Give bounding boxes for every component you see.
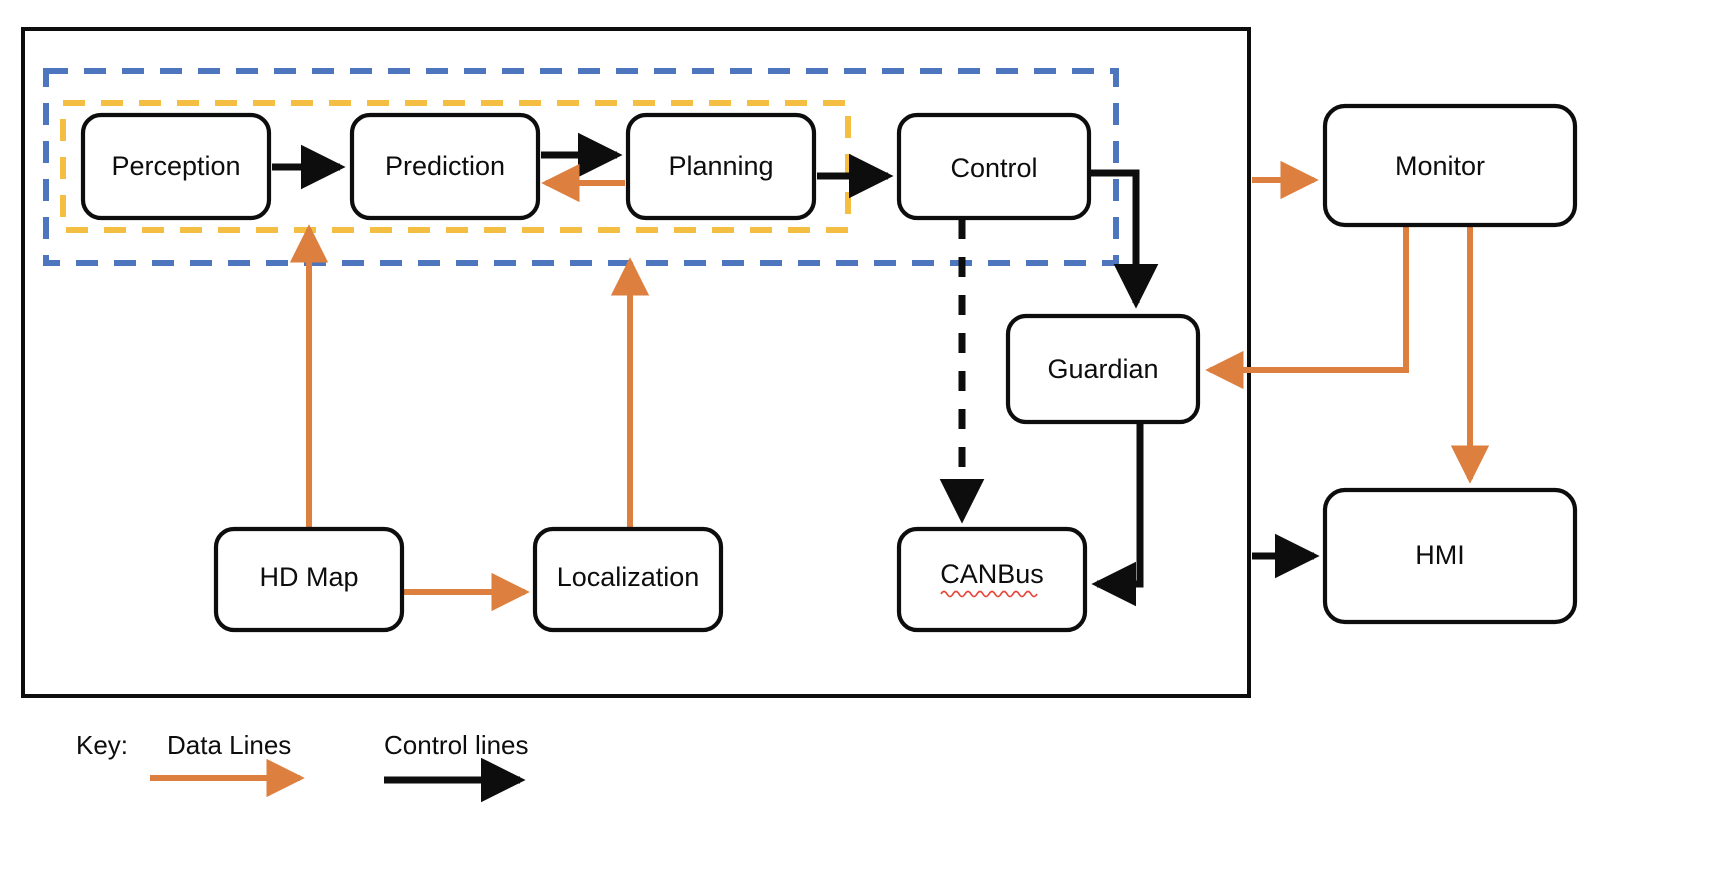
node-hmi-label: HMI (1415, 540, 1465, 570)
node-guardian[interactable]: Guardian (1005, 313, 1201, 425)
node-monitor-box[interactable] (1322, 103, 1578, 228)
node-control[interactable]: Control (896, 112, 1092, 221)
node-localization-box[interactable] (532, 526, 724, 633)
node-monitor[interactable]: Monitor (1322, 103, 1578, 228)
node-planning[interactable]: Planning (625, 112, 817, 221)
legend-data-lines-label: Data Lines (167, 730, 291, 760)
node-canbus-label: CANBus (940, 559, 1044, 589)
spellcheck-squiggle-icon (940, 590, 1038, 598)
edge-guardian-to-canbus (1091, 423, 1144, 607)
node-perception[interactable]: Perception (80, 112, 272, 221)
edge-monitor-to-guardian (1205, 227, 1409, 390)
node-guardian-box[interactable] (1005, 313, 1201, 425)
node-localization-label: Localization (557, 562, 700, 592)
node-prediction[interactable]: Prediction (349, 112, 541, 221)
node-localization[interactable]: Localization (532, 526, 724, 633)
node-hdmap-box[interactable] (213, 526, 405, 633)
outer-system-frame (21, 27, 1251, 698)
node-planning-box[interactable] (625, 112, 817, 221)
node-perception-box[interactable] (80, 112, 272, 221)
legend-key-label: Key: (76, 730, 128, 760)
node-hmi-box[interactable] (1322, 487, 1578, 625)
node-prediction-label: Prediction (385, 151, 505, 181)
node-canbus[interactable]: CANBus (896, 526, 1088, 633)
node-planning-label: Planning (668, 151, 773, 181)
node-monitor-label: Monitor (1395, 151, 1485, 181)
node-control-label: Control (950, 153, 1037, 183)
node-hdmap[interactable]: HD Map (213, 526, 405, 633)
node-prediction-box[interactable] (349, 112, 541, 221)
legend: Key: Data Lines Control lines (76, 730, 529, 803)
node-hdmap-label: HD Map (259, 562, 358, 592)
node-hmi[interactable]: HMI (1322, 487, 1578, 625)
node-control-box[interactable] (896, 112, 1092, 221)
edge-control-to-guardian (1089, 169, 1159, 309)
blue-dashed-group-boundary (43, 68, 1119, 266)
node-canbus-box[interactable] (896, 526, 1088, 633)
gold-dashed-group-boundary (60, 100, 851, 233)
legend-control-lines-label: Control lines (384, 730, 529, 760)
node-perception-label: Perception (111, 151, 240, 181)
node-guardian-label: Guardian (1047, 354, 1158, 384)
